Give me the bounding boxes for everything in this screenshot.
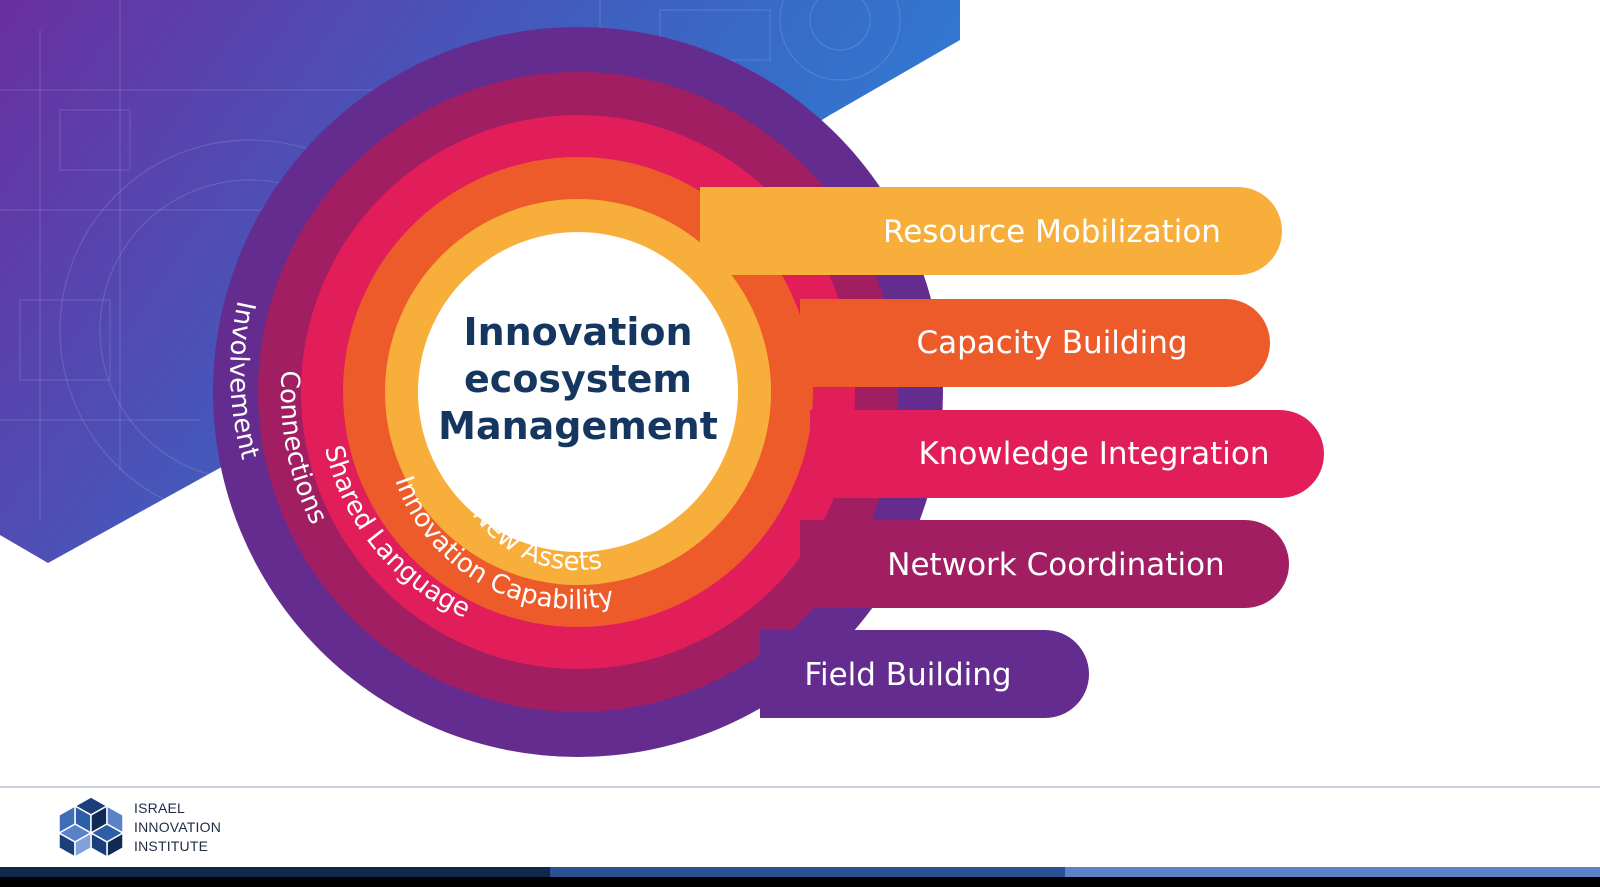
logo-line-3: INSTITUTE [134,837,209,854]
band-label-resource-mobilization: Resource Mobilization [883,214,1221,250]
band-network-coordination [800,520,1289,608]
footer-divider [0,786,1600,788]
center-circle [418,232,738,552]
band-label-capacity-building: Capacity Building [916,325,1187,361]
footer-bar-segment-1 [0,867,550,877]
bottom-black-strip [0,877,1600,887]
band-capacity-building [800,299,1270,387]
footer-bar-segment-3 [1065,867,1600,877]
center-line-2: ecosystem [464,357,692,401]
footer-color-bar [0,867,1600,877]
center-title: Innovation ecosystem Management [438,310,718,448]
logo-line-2: INNOVATION [134,818,222,835]
logo-line-1: ISRAEL [134,799,185,816]
band-label-field-building: Field Building [804,657,1011,693]
center-line-1: Innovation [463,310,692,354]
center-line-3: Management [438,404,718,448]
band-label-network-coordination: Network Coordination [887,547,1224,583]
footer-bar-segment-2 [550,867,1065,877]
band-resource-mobilization [700,187,1282,275]
band-field-building [760,630,1089,718]
band-knowledge-integration [810,410,1324,498]
band-label-knowledge-integration: Knowledge Integration [918,436,1269,472]
cube-logo-icon [58,796,124,859]
institute-logo: ISRAEL INNOVATION INSTITUTE [58,795,221,859]
institute-name: ISRAEL INNOVATION INSTITUTE [134,799,221,856]
